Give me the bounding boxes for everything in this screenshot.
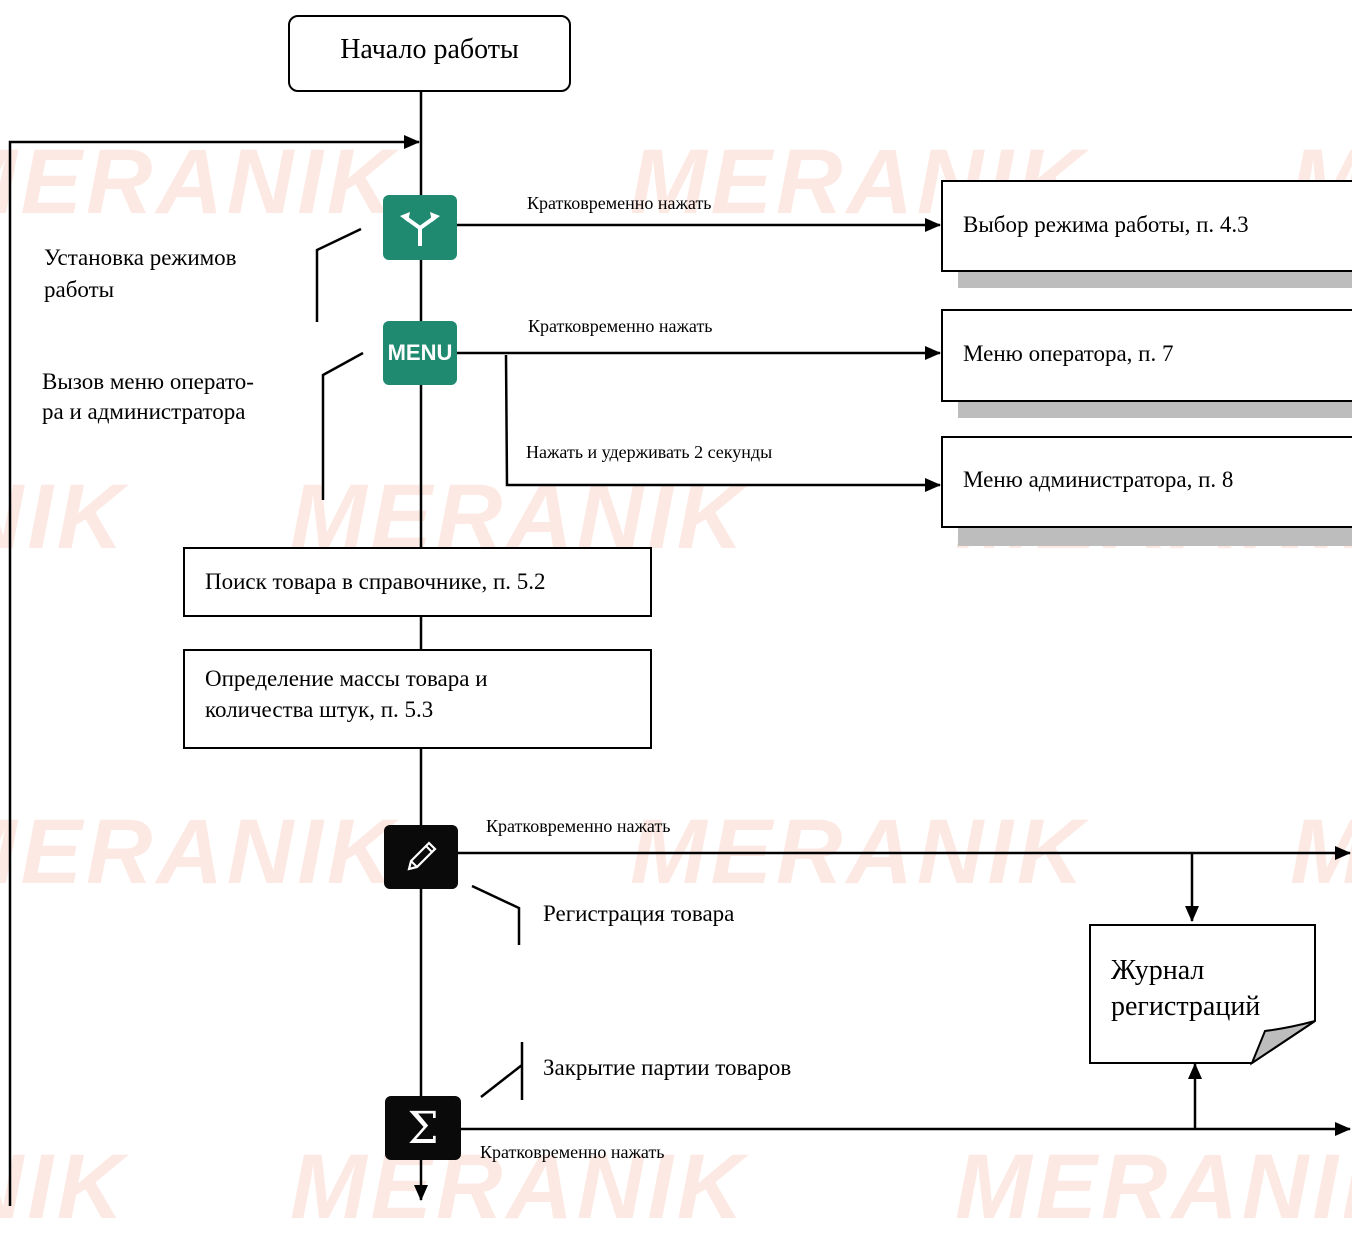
admin-target-shadow bbox=[958, 526, 1352, 546]
fork-arrow-icon bbox=[400, 211, 440, 246]
sigma-icon: Σ bbox=[407, 1102, 439, 1154]
mode-target-box: Выбор режима работы, п. 4.3 bbox=[941, 180, 1352, 272]
menu-annotation-line2: ра и администратора bbox=[42, 399, 246, 424]
close-annotation: Закрытие партии товаров bbox=[543, 1055, 792, 1080]
register-annotation: Регистрация товара bbox=[543, 901, 735, 926]
register-button[interactable] bbox=[384, 825, 458, 889]
flow-connectors bbox=[8, 91, 1351, 1206]
mode-button[interactable] bbox=[383, 195, 457, 260]
menu-hold-label: Нажать и удерживать 2 секунды bbox=[526, 442, 773, 462]
admin-target-label: Меню администратора, п. 8 bbox=[963, 467, 1234, 492]
journal-document bbox=[1089, 924, 1316, 1066]
mode-press-label: Кратковременно нажать bbox=[527, 193, 712, 213]
operator-target-label: Меню оператора, п. 7 bbox=[963, 341, 1174, 366]
menu-annotation-line1: Вызов меню операто- bbox=[42, 369, 254, 394]
menu-button[interactable]: MENU bbox=[383, 321, 457, 385]
mode-callout bbox=[315, 227, 362, 322]
start-label: Начало работы bbox=[340, 34, 519, 65]
start-box: Начало работы bbox=[288, 15, 571, 92]
mode-target-label: Выбор режима работы, п. 4.3 bbox=[963, 212, 1249, 237]
menu-press-label: Кратковременно нажать bbox=[528, 316, 713, 336]
admin-target-box: Меню администратора, п. 8 bbox=[941, 436, 1352, 528]
journal-label-line1: Журнал bbox=[1111, 955, 1205, 986]
mode-target-shadow bbox=[958, 270, 1352, 288]
search-step-label: Поиск товара в справочнике, п. 5.2 bbox=[205, 569, 546, 594]
journal-label-line2: регистраций bbox=[1111, 991, 1261, 1022]
close-batch-button[interactable]: Σ bbox=[385, 1096, 461, 1160]
weigh-step-label-line1: Определение массы товара и bbox=[205, 666, 488, 691]
menu-callout bbox=[321, 351, 364, 500]
close-callout bbox=[480, 1042, 524, 1100]
operator-target-box: Меню оператора, п. 7 bbox=[941, 309, 1352, 402]
weigh-step-label-line2: количества штук, п. 5.3 bbox=[205, 697, 434, 722]
register-callout bbox=[471, 884, 521, 945]
operator-target-shadow bbox=[958, 400, 1352, 418]
mode-annotation-line2: работы bbox=[44, 277, 115, 302]
mode-annotation-line1: Установка режимов bbox=[44, 245, 237, 270]
close-press-label: Кратковременно нажать bbox=[480, 1142, 665, 1162]
pencil-icon bbox=[407, 841, 437, 871]
loop-back-line bbox=[8, 135, 420, 1206]
menu-icon: MENU bbox=[387, 340, 453, 365]
search-step-box: Поиск товара в справочнике, п. 5.2 bbox=[183, 547, 652, 617]
register-press-label: Кратковременно нажать bbox=[486, 816, 671, 836]
admin-arrow bbox=[504, 354, 941, 492]
weigh-step-box: Определение массы товара и количества шт… bbox=[183, 649, 652, 749]
